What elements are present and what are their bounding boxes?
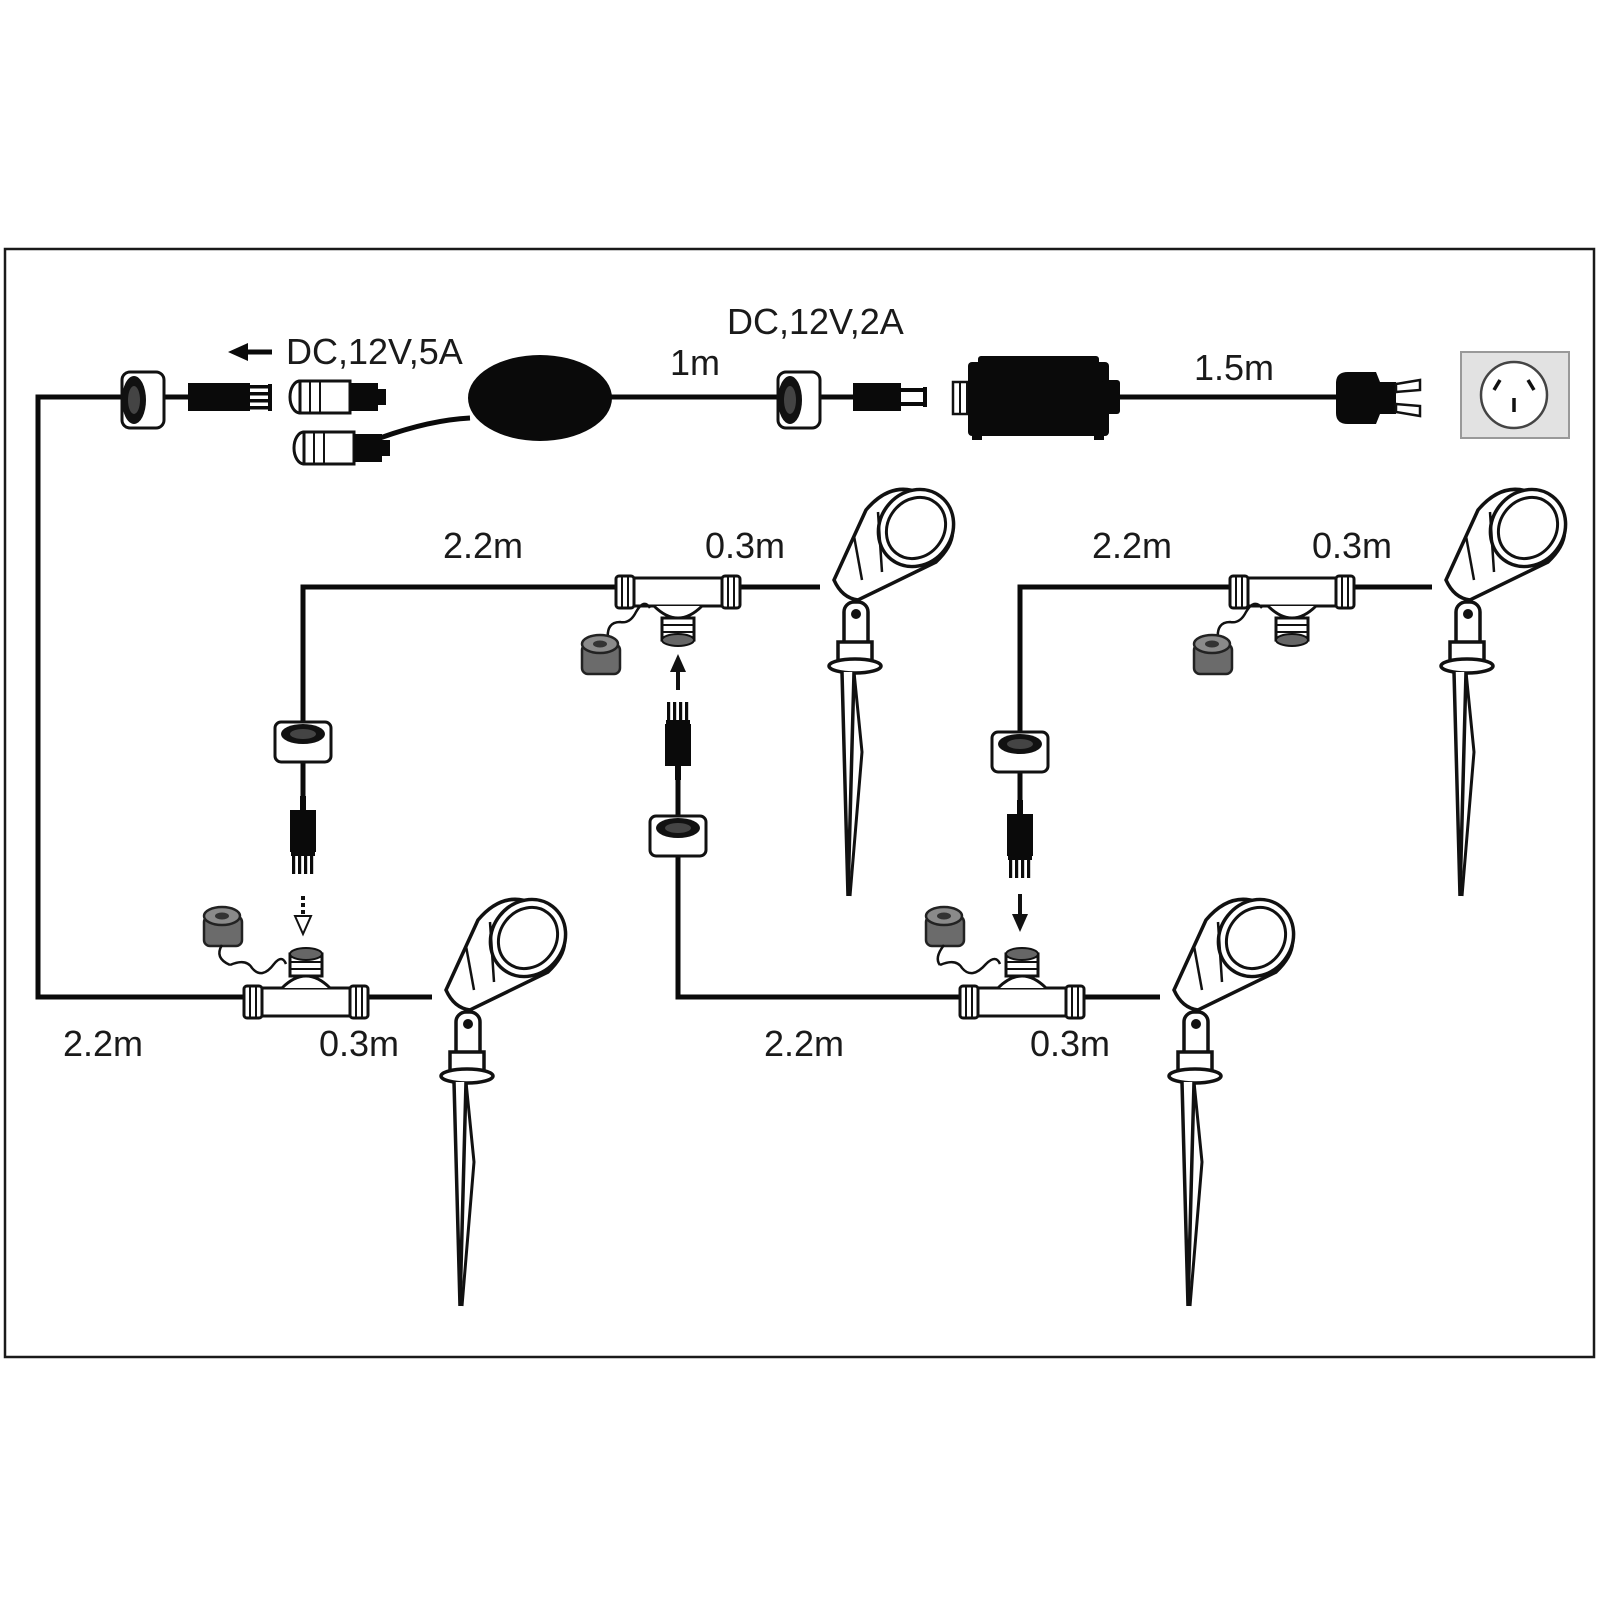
coupler-icon (990, 730, 1050, 774)
t-connector-icon (614, 574, 742, 648)
mains-plug-icon (1336, 372, 1422, 424)
lamp-lead-length-label: 0.3m (1312, 525, 1392, 566)
supply-main-label: DC,12V,5A (286, 331, 463, 372)
lamp-4-group (1192, 472, 1583, 898)
run-length-label: 2.2m (443, 525, 523, 566)
garden-spotlight-icon (439, 882, 583, 1308)
lamp-lead-length-label: 0.3m (1030, 1023, 1110, 1064)
arrow-icon (293, 896, 313, 937)
t-connector-icon (958, 946, 1086, 1020)
garden-spotlight-icon (1439, 472, 1583, 898)
splitter-sockets (288, 379, 390, 466)
lamp-3-group (924, 730, 1311, 1308)
t-connector-icon (1228, 574, 1356, 648)
garden-spotlight-icon (1167, 882, 1311, 1308)
pin-connector-icon (1007, 800, 1033, 878)
run-length-label: 2.2m (63, 1023, 143, 1064)
main-pin-connector (188, 383, 272, 411)
coupler-icon (648, 814, 708, 858)
supply-small-label: DC,12V,2A (727, 301, 904, 342)
end-cap-icon (1192, 633, 1234, 676)
t-connector-icon (242, 946, 370, 1020)
y-splitter-icon (468, 355, 612, 441)
end-cap-icon (580, 633, 622, 676)
lamp-lead-length-label: 0.3m (319, 1023, 399, 1064)
arrow-icon (228, 343, 272, 361)
end-cap-icon (924, 905, 966, 948)
lamp-lead-length-label: 0.3m (705, 525, 785, 566)
arrow-icon (1012, 894, 1028, 932)
power-outlet-icon (1460, 351, 1570, 439)
adapter-pin-connector (853, 383, 927, 411)
run-length-label: 2.2m (764, 1023, 844, 1064)
main-coupler (120, 370, 166, 430)
adapter-coupler (776, 370, 822, 430)
arrow-icon (670, 654, 686, 690)
lamp-2-group (580, 472, 971, 898)
run-length-label: 2.2m (1092, 525, 1172, 566)
end-cap-icon (202, 905, 244, 948)
pin-connector-icon (665, 702, 691, 780)
power-adapter-icon (951, 356, 1120, 440)
adapter-cable-length-label: 1m (670, 342, 720, 383)
lamp-1-group (202, 720, 583, 1308)
mains-cable-length-label: 1.5m (1194, 347, 1274, 388)
length-labels: 2.2m 0.3m 2.2m 0.3m 2.2m 0.3m 2.2m 0.3m (63, 525, 1392, 1064)
diagram-frame (3, 247, 1596, 1359)
garden-spotlight-icon (827, 472, 971, 898)
coupler-icon (273, 720, 333, 764)
pin-connector-icon (290, 796, 316, 874)
